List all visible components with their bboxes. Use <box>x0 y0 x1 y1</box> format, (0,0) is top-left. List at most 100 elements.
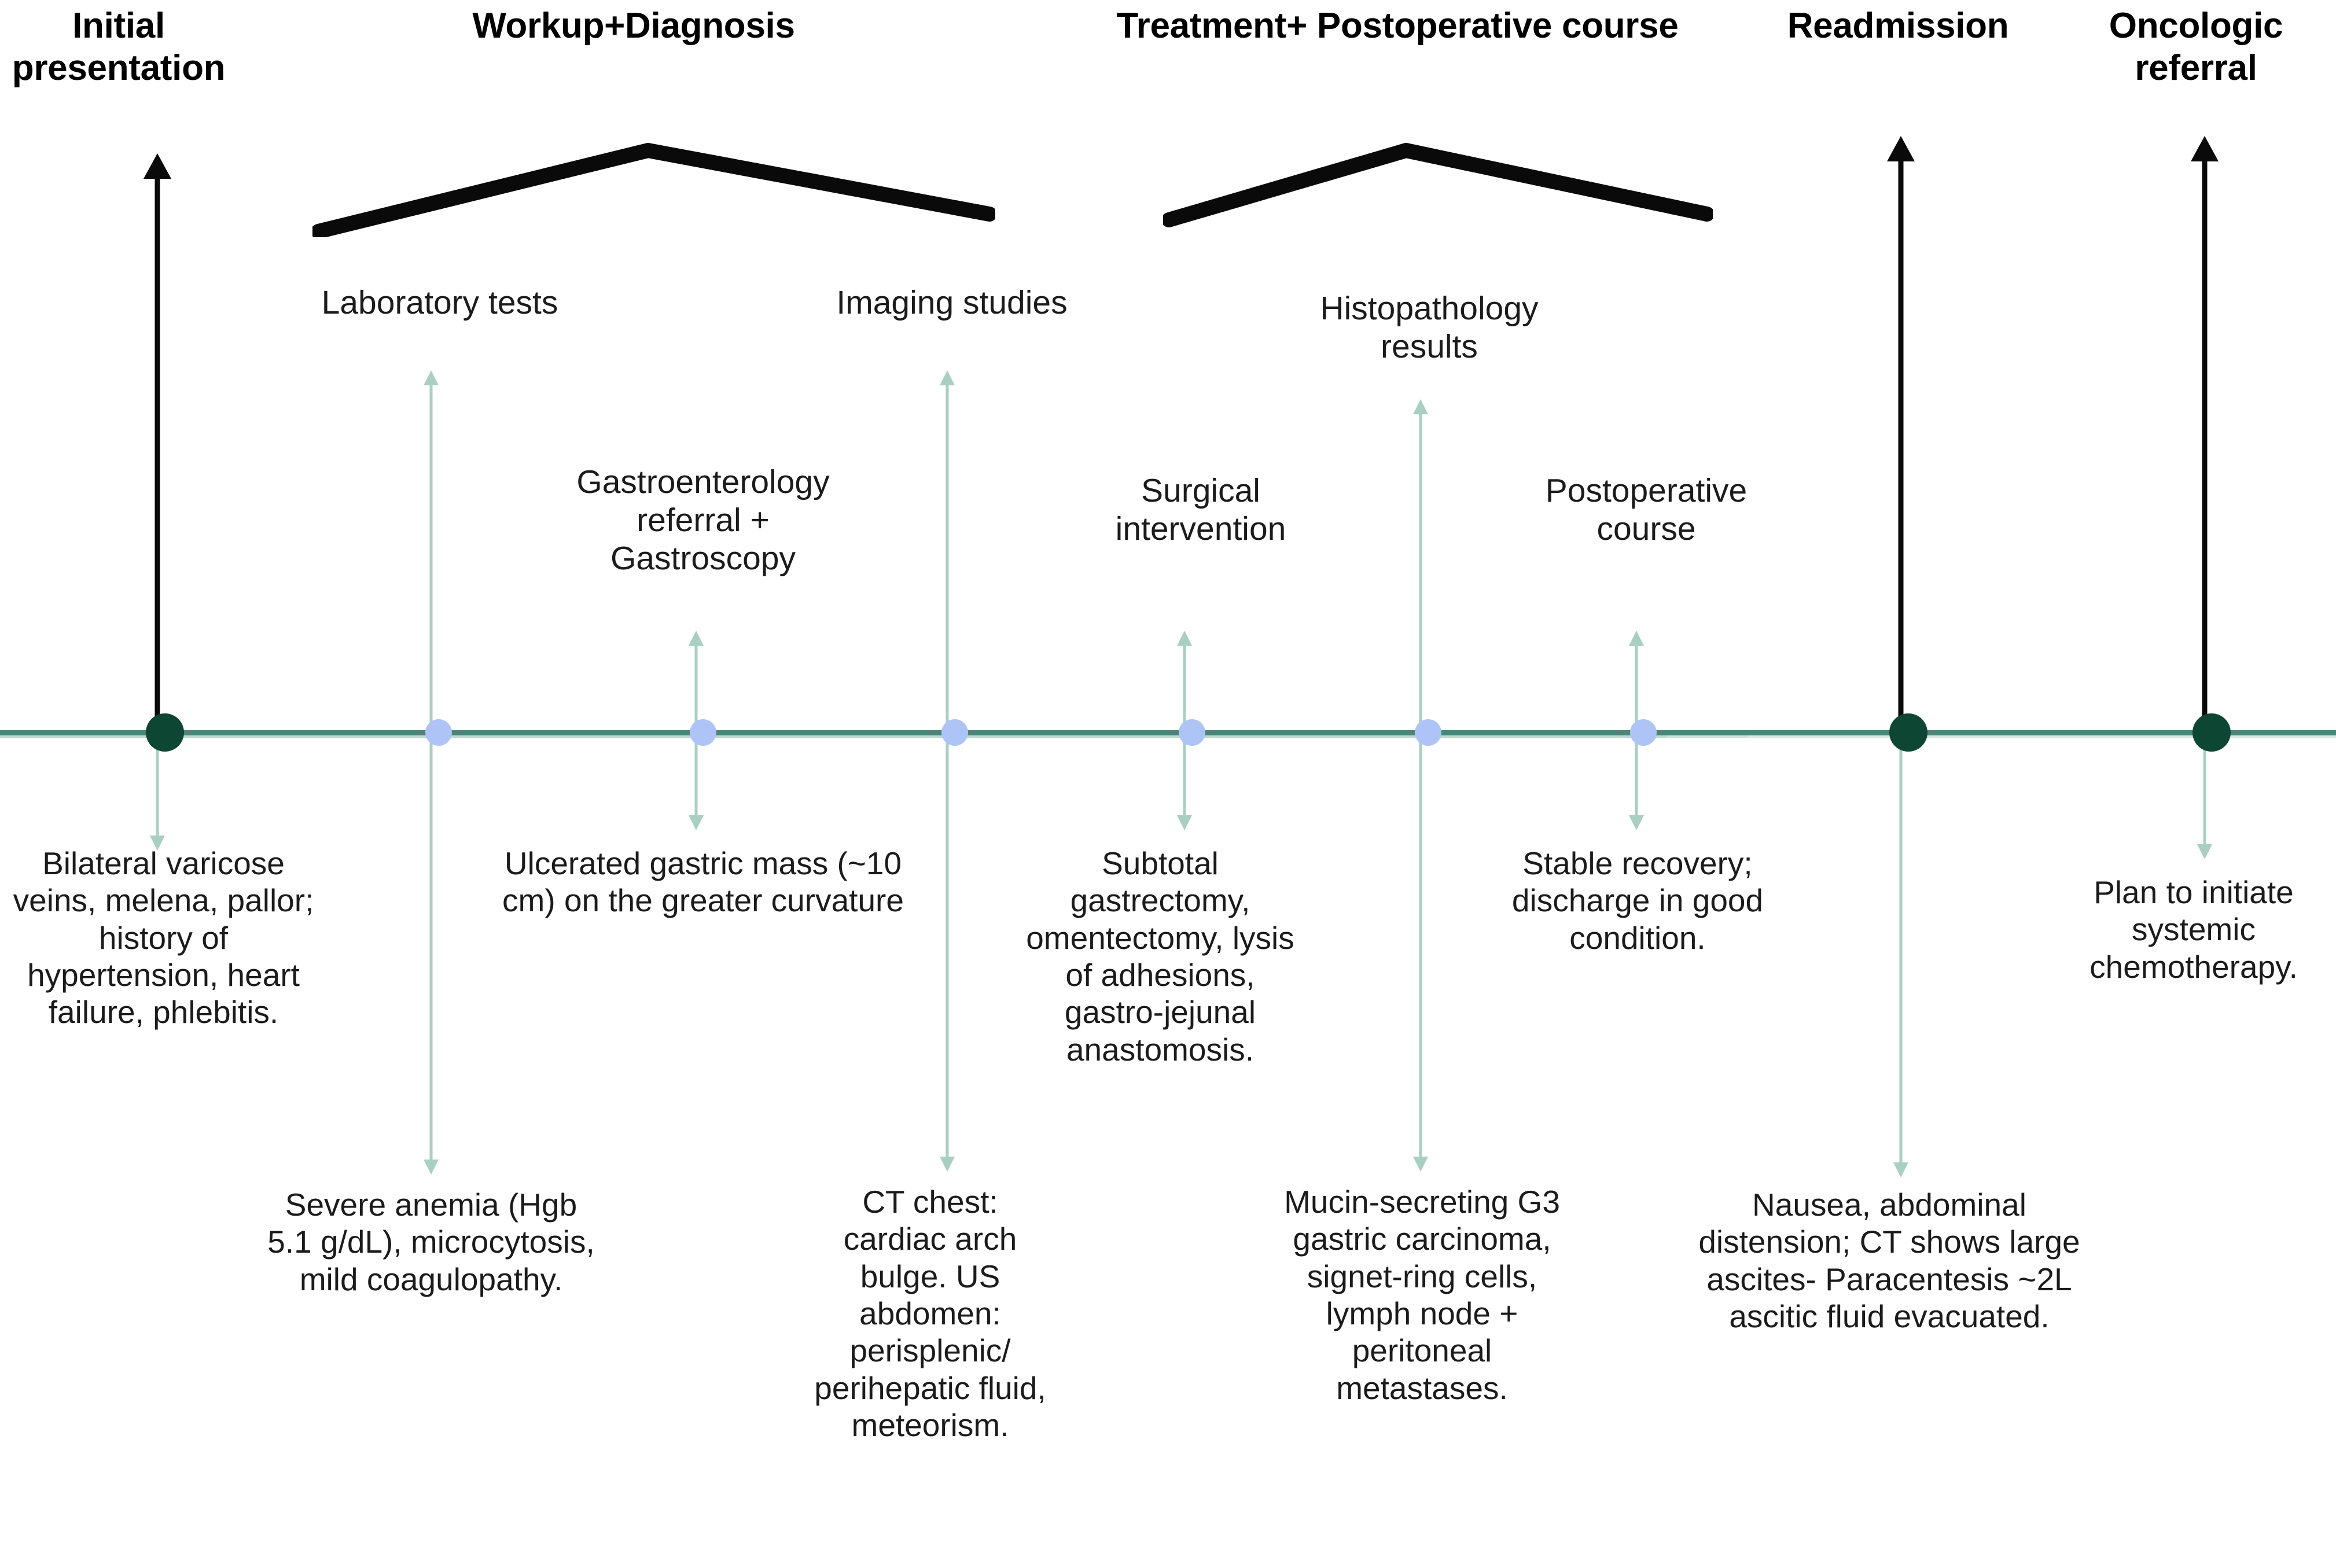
label-histopathology-line1: Histopathology <box>1320 290 1539 327</box>
label-gastroenterology-referral: Gastroenterology referral + Gastroscopy <box>503 463 903 577</box>
label-surgical-intervention: Surgical intervention <box>1027 472 1374 548</box>
connector-up-readmission <box>1887 136 1915 735</box>
connector-down-lab-results <box>422 735 440 1175</box>
connector-up-oncologic-referral <box>2191 136 2219 735</box>
connector-stem <box>694 645 698 732</box>
connector-stem <box>429 735 433 1160</box>
note-initial-presentation: Bilateral varicose veins, melena, pallor… <box>13 845 314 1030</box>
arrowhead-up-icon <box>1629 631 1644 646</box>
phase-header-oncologic-line2: referral <box>2135 48 2257 89</box>
arrowhead-down-icon <box>1893 1162 1908 1177</box>
connector-up-histopathology-results <box>1412 399 1429 732</box>
connector-stem <box>1419 413 1422 732</box>
connector-stem <box>1419 735 1422 1157</box>
phase-header-initial-presentation: Initial presentation <box>0 5 249 89</box>
axis-line-segment-left <box>0 735 1748 738</box>
label-postop-line2: course <box>1596 510 1696 548</box>
arrowhead-down-icon <box>2197 844 2212 859</box>
timeline-node-histopathology[interactable] <box>1415 719 1441 746</box>
arrowhead-down-icon <box>1629 815 1644 830</box>
note-surgery-detail: Subtotal gastrectomy, omentectomy, lysis… <box>1026 845 1294 1068</box>
arrowhead-down-icon <box>689 815 704 830</box>
connector-stem <box>1183 645 1186 732</box>
note-gastroscopy-finding: Ulcerated gastric mass (~10 cm) on the g… <box>502 845 904 919</box>
timeline-node-imaging-studies[interactable] <box>941 719 968 746</box>
connector-stem <box>2203 735 2206 844</box>
arrowhead-down-icon <box>424 1160 439 1175</box>
label-gastro-line3: Gastroscopy <box>610 540 796 577</box>
arrowhead-up-icon <box>2191 136 2219 161</box>
connector-down-oncology-detail <box>2196 735 2213 859</box>
timeline-node-gastroenterology[interactable] <box>690 719 716 746</box>
timeline-node-surgical-intervention[interactable] <box>1179 719 1205 746</box>
bracket-workup-diagnosis <box>312 143 995 237</box>
timeline-node-initial-presentation[interactable] <box>146 713 184 752</box>
arrowhead-up-icon <box>1177 631 1192 646</box>
axis-line-segment-right <box>1667 735 2336 738</box>
arrowhead-up-icon <box>144 153 171 179</box>
connector-up-imaging-studies <box>939 370 956 732</box>
connector-stem <box>154 176 160 732</box>
phase-header-initial-line1: Initial <box>72 6 165 46</box>
connector-down-imaging-finding <box>939 735 956 1172</box>
connector-stem <box>2202 159 2208 735</box>
connector-stem <box>1635 645 1638 732</box>
label-gastro-line1: Gastroenterology <box>576 463 830 500</box>
phase-header-oncologic-line1: Oncologic <box>2109 6 2283 46</box>
connector-up-surgical-intervention <box>1176 631 1193 732</box>
note-readmission-detail: Nausea, abdominal distension; CT shows l… <box>1698 1187 2080 1335</box>
connector-down-surgery-detail <box>1176 735 1193 830</box>
arrowhead-up-icon <box>1413 399 1428 414</box>
timeline-node-readmission[interactable] <box>1889 713 1927 752</box>
arrowhead-up-icon <box>1887 136 1915 161</box>
label-imaging-studies: Imaging studies <box>836 284 1068 321</box>
connector-down-readmission-detail <box>1892 735 1910 1177</box>
label-surgical-line2: intervention <box>1115 510 1286 548</box>
connector-down-postop-detail <box>1628 735 1645 830</box>
arrowhead-down-icon <box>1413 1157 1428 1172</box>
connector-down-initial-presentation <box>149 735 166 851</box>
bracket-treatment-postoperative <box>1163 143 1713 227</box>
connector-stem <box>1183 735 1186 815</box>
note-lab-results: Severe anemia (Hgb 5.1 g/dL), microcytos… <box>267 1187 595 1297</box>
arrowhead-up-icon <box>940 370 955 385</box>
connector-stem <box>1898 159 1904 735</box>
note-imaging-finding: CT chest: cardiac arch bulge. US abdomen… <box>814 1184 1046 1444</box>
timeline-node-laboratory-tests[interactable] <box>425 719 452 746</box>
arrowhead-up-icon <box>424 370 439 385</box>
label-gastro-line2: referral + <box>637 502 770 539</box>
arrowhead-down-icon <box>1177 815 1192 830</box>
timeline-axis <box>0 730 2336 735</box>
connector-down-gastroscopy-finding <box>687 735 705 830</box>
connector-stem <box>429 384 433 732</box>
label-histopathology-line2: results <box>1381 328 1478 366</box>
phase-header-treatment-postoperative: Treatment+ Postoperative course <box>1116 6 1679 46</box>
connector-stem <box>1899 735 1903 1162</box>
connector-up-initial-presentation <box>144 153 171 732</box>
note-postop-detail: Stable recovery; discharge in good condi… <box>1511 845 1764 956</box>
phase-header-readmission: Readmission <box>1787 6 2009 46</box>
note-oncology-detail: Plan to initiate systemic chemotherapy. <box>2089 874 2298 985</box>
connector-up-gastroenterology-referral <box>687 631 705 732</box>
arrowhead-up-icon <box>689 631 704 646</box>
timeline-node-postoperative-course[interactable] <box>1630 719 1657 746</box>
phase-header-workup-diagnosis: Workup+Diagnosis <box>472 6 795 46</box>
connector-stem <box>946 384 949 732</box>
connector-stem <box>156 735 159 835</box>
connector-down-histopath-detail <box>1412 735 1429 1172</box>
label-laboratory-tests: Laboratory tests <box>321 284 558 321</box>
phase-header-oncologic-referral: Oncologic referral <box>2060 5 2332 89</box>
connector-up-postoperative-course <box>1628 631 1645 732</box>
note-histopath-detail: Mucin-secreting G3 gastric carcinoma, si… <box>1284 1184 1560 1406</box>
label-postoperative-course: Postoperative course <box>1478 472 1814 548</box>
label-histopathology-results: Histopathology results <box>1261 289 1597 366</box>
arrowhead-down-icon <box>940 1157 955 1172</box>
connector-up-laboratory-tests <box>422 370 440 732</box>
connector-stem <box>694 735 698 815</box>
phase-header-initial-line2: presentation <box>12 48 226 89</box>
label-surgical-line1: Surgical <box>1141 472 1260 509</box>
connector-stem <box>946 735 949 1157</box>
timeline-node-oncologic-referral[interactable] <box>2192 713 2231 752</box>
connector-stem <box>1635 735 1638 815</box>
